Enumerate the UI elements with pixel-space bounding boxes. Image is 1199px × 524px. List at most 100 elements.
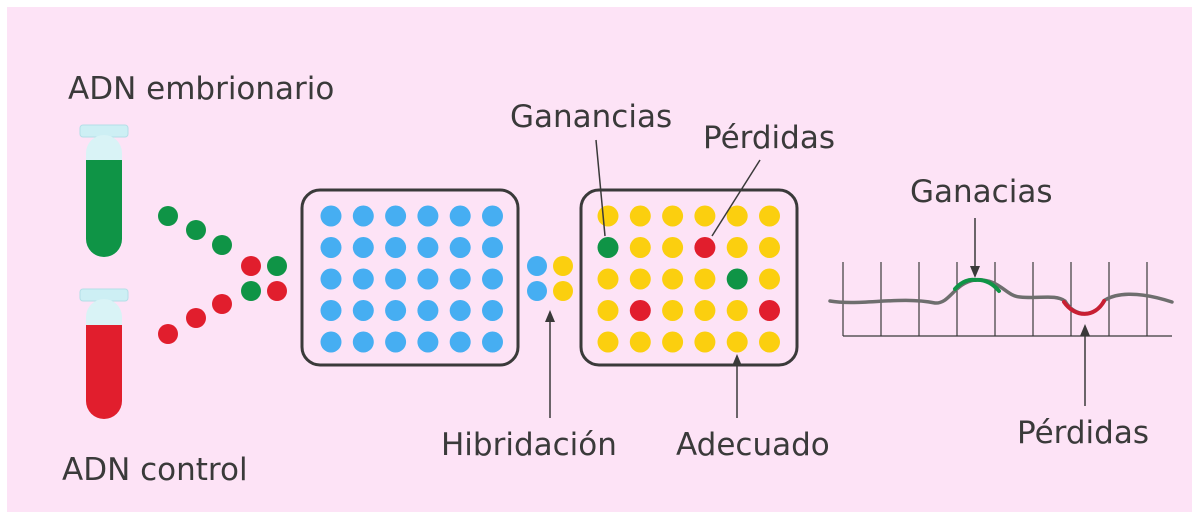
graph-loss-segment [1062,299,1106,316]
adequate-dot [597,300,619,321]
probe-dot [417,268,439,290]
adequate-dot [629,237,651,258]
blue-array-dots [320,205,503,353]
mixed-droplet [241,256,261,276]
probe-dot [385,331,407,353]
probe-dot [482,205,503,227]
red-droplet [212,294,232,314]
probe-dot [320,300,342,321]
embryo-dna-label: ADN embrionario [68,71,334,107]
adequate-dot [629,205,651,227]
embryo-tube [79,124,129,257]
gains-label: Ganancias [510,99,672,135]
probe-dot [449,237,471,258]
blue-array-frame [300,188,520,367]
probe-dot [320,331,342,353]
red-droplet [158,324,178,344]
hybridization-dot [553,281,573,301]
hybridization-dot [553,256,573,276]
adequate-dot [694,205,716,227]
probe-dot [449,300,471,321]
probe-dot [320,205,342,227]
probe-dot [417,205,439,227]
probe-dot [320,237,342,258]
green-droplet [212,235,232,255]
adequate-dot [726,300,748,321]
probe-dot [385,300,407,321]
graph-gain-segment [953,277,1001,293]
graph-gains-label: Ganacias [910,174,1052,210]
adequate-dot [759,331,780,353]
adequate-dot [726,205,748,227]
hybridization-arrowhead [545,310,555,322]
red-droplet [186,308,206,328]
loss-dot [694,237,716,258]
gain-dot [597,237,619,258]
probe-dot [385,237,407,258]
adequate-dot [759,237,780,258]
adequate-dot [694,300,716,321]
probe-dot [320,268,342,290]
embryo-tube-liquid [86,160,122,257]
probe-dot [352,300,374,321]
mixed-droplet [267,281,287,301]
adequate-dot [694,331,716,353]
green-droplet [186,220,206,240]
adequate-dot [694,268,716,290]
probe-dot [482,268,503,290]
adequate-label: Adecuado [676,427,830,463]
adequate-dot [662,300,684,321]
adequate-dot [662,268,684,290]
adequate-dot [662,237,684,258]
mixed-droplet [267,256,287,276]
probe-dot [449,268,471,290]
graph-gains-arrowhead [970,266,980,278]
adequate-dot [629,268,651,290]
adequate-arrowhead [732,354,742,366]
graph-losses-label: Pérdidas [1017,415,1149,451]
probe-dot [352,331,374,353]
probe-dot [417,237,439,258]
losses-pointer-line [711,159,761,237]
loss-dot [759,300,780,321]
graph-grid [842,262,1172,337]
probe-dot [352,237,374,258]
hybridization-dot [527,281,547,301]
probe-dot [352,205,374,227]
adequate-dot [759,268,780,290]
adequate-dot [759,205,780,227]
result-array-frame [579,188,799,367]
result-array-dots [597,205,780,353]
adequate-dot [597,205,619,227]
adequate-dot [662,331,684,353]
probe-dot [352,268,374,290]
probe-dot [449,205,471,227]
probe-dot [482,300,503,321]
probe-dot [482,237,503,258]
adequate-dot [597,331,619,353]
adequate-dot [597,268,619,290]
adequate-dot [726,237,748,258]
losses-label: Pérdidas [703,120,835,156]
probe-dot [385,268,407,290]
loss-dot [629,300,651,321]
probe-dot [482,331,503,353]
background-panel [7,7,1192,512]
control-tube [79,288,129,419]
probe-dot [417,300,439,321]
graph-losses-arrowhead [1080,324,1090,336]
probe-dot [385,205,407,227]
mixed-droplet [241,281,261,301]
probe-dot [449,331,471,353]
gain-dot [726,268,748,290]
adequate-dot [629,331,651,353]
control-tube-liquid [86,325,122,419]
green-droplet [158,206,178,226]
probe-dot [417,331,439,353]
hybridization-label: Hibridación [441,427,617,463]
adequate-dot [662,205,684,227]
hybridization-dot [527,256,547,276]
control-dna-label: ADN control [62,452,248,488]
